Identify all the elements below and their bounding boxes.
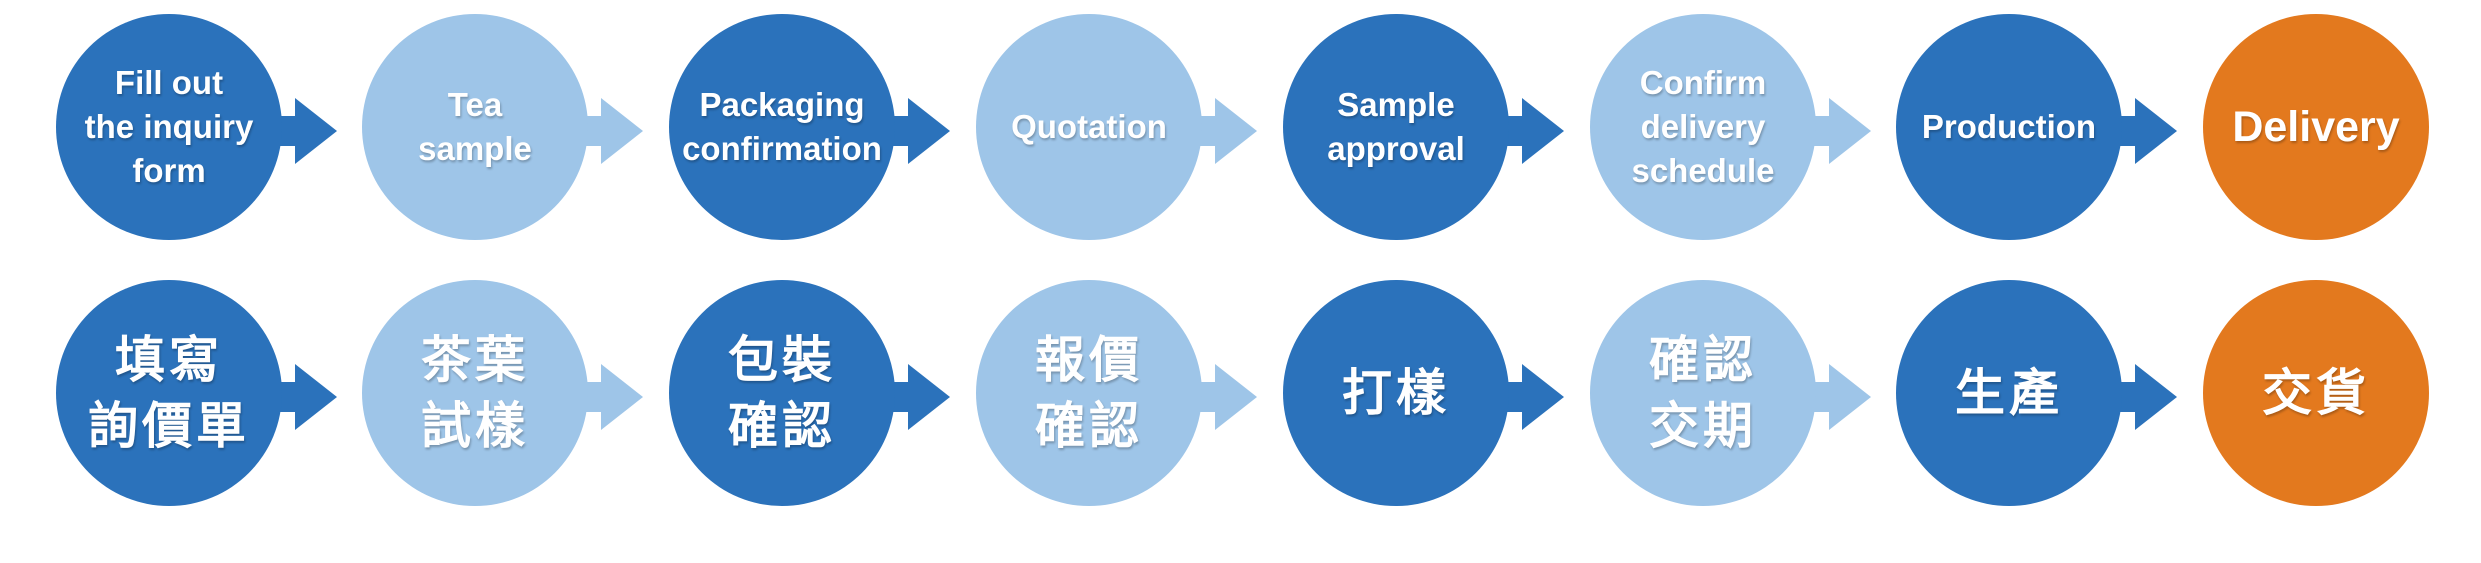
step-circle: Fill out the inquiry form xyxy=(56,14,282,240)
step-circle: Production xyxy=(1896,14,2122,240)
step-label: 包裝 確認 xyxy=(728,331,836,455)
step-sample-approval-zh: 打樣 xyxy=(1283,280,1564,510)
step-label: Quotation xyxy=(1011,108,1167,145)
step-production: Production xyxy=(1896,14,2177,244)
step-confirm-delivery-schedule-zh: 確認 交期 xyxy=(1590,280,1871,510)
step-label: 填寫 詢價單 xyxy=(88,331,250,455)
step-label: Sample approval xyxy=(1327,86,1465,167)
step-tea-sample-zh: 茶葉 試樣 xyxy=(362,280,643,510)
step-packaging-confirmation-zh: 包裝 確認 xyxy=(669,280,950,510)
english-process-row: Fill out the inquiry form Tea sample Pac… xyxy=(0,14,2481,244)
step-label: 生產 xyxy=(1955,364,2063,422)
step-label: Fill out the inquiry form xyxy=(84,64,254,189)
step-circle: Packaging confirmation xyxy=(669,14,895,240)
step-label: Production xyxy=(1921,108,2097,145)
step-circle: 報價 確認 xyxy=(976,280,1202,506)
step-label: 報價 確認 xyxy=(1035,331,1143,455)
step-circle: Sample approval xyxy=(1283,14,1509,240)
step-fill-inquiry-form: Fill out the inquiry form xyxy=(56,14,337,244)
step-circle: 確認 交期 xyxy=(1590,280,1816,506)
step-label: Confirm delivery schedule xyxy=(1631,64,1775,189)
step-circle: Quotation xyxy=(976,14,1202,240)
step-label: Delivery xyxy=(2232,103,2400,151)
step-circle: 打樣 xyxy=(1283,280,1509,506)
step-delivery: Delivery xyxy=(2203,14,2433,244)
step-packaging-confirmation: Packaging confirmation xyxy=(669,14,950,244)
step-quotation: Quotation xyxy=(976,14,1257,244)
chinese-process-row: 填寫 詢價單 茶葉 試樣 包裝 確認 報價 確認 打樣 確認 交期 生產 交貨 xyxy=(0,280,2481,510)
step-production-zh: 生產 xyxy=(1896,280,2177,510)
step-label: Tea sample xyxy=(418,86,532,167)
step-circle: 茶葉 試樣 xyxy=(362,280,588,506)
step-label: 打樣 xyxy=(1342,364,1450,422)
step-tea-sample: Tea sample xyxy=(362,14,643,244)
step-circle: 交貨 xyxy=(2203,280,2429,506)
step-circle: Confirm delivery schedule xyxy=(1590,14,1816,240)
step-quotation-zh: 報價 確認 xyxy=(976,280,1257,510)
step-sample-approval: Sample approval xyxy=(1283,14,1564,244)
step-label: 確認 交期 xyxy=(1649,331,1757,455)
step-circle: Tea sample xyxy=(362,14,588,240)
step-circle: Delivery xyxy=(2203,14,2429,240)
step-circle: 包裝 確認 xyxy=(669,280,895,506)
step-label: 交貨 xyxy=(2262,364,2370,422)
step-label: 茶葉 試樣 xyxy=(421,331,529,455)
step-label: Packaging confirmation xyxy=(682,86,882,167)
step-circle: 生產 xyxy=(1896,280,2122,506)
step-circle: 填寫 詢價單 xyxy=(56,280,282,506)
step-confirm-delivery-schedule: Confirm delivery schedule xyxy=(1590,14,1871,244)
step-fill-inquiry-form-zh: 填寫 詢價單 xyxy=(56,280,337,510)
step-delivery-zh: 交貨 xyxy=(2203,280,2433,510)
